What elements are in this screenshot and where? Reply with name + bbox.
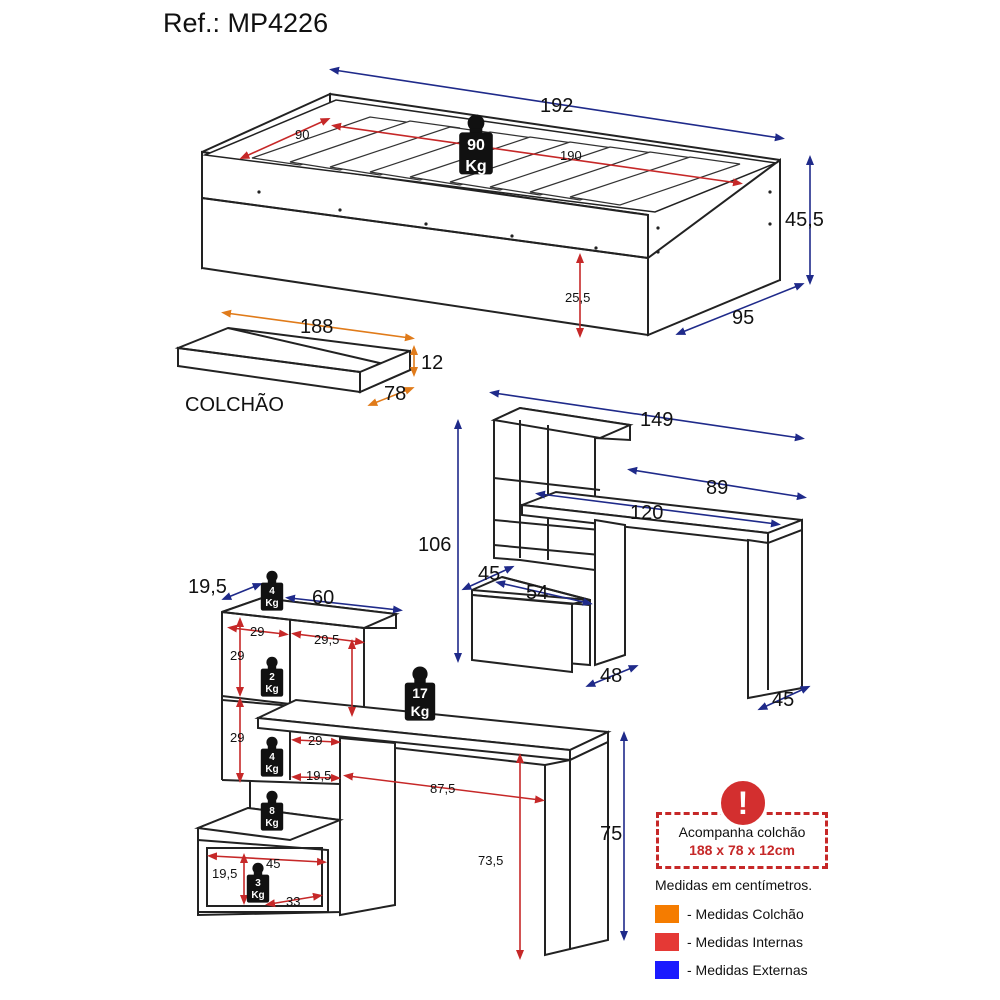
detail-desk-inner-width: 87,5 [430, 781, 455, 796]
legend-swatch [655, 961, 679, 979]
weight-icon: 17 Kg [404, 666, 436, 721]
weight-icon: 3 Kg [246, 862, 270, 903]
mattress-length: 188 [300, 316, 333, 338]
legend-item-external: - Medidas Externas [655, 956, 808, 984]
weight-icon: 8 Kg [260, 790, 284, 831]
weight-icon: 4 Kg [260, 570, 284, 611]
shelf-base-weight-value: 8 [269, 806, 275, 817]
alert-icon: ! [718, 778, 768, 828]
notice-line-2: 188 x 78 x 12cm [689, 842, 795, 858]
desk-drawer-width: 54 [526, 582, 548, 604]
detail-niche-h2: 29 [230, 730, 244, 745]
detail-shelf-depth: 19,5 [188, 576, 227, 598]
mattress-drawing [174, 326, 414, 394]
bed-weight-unit: Kg [465, 158, 486, 175]
legend-item-mattress: - Medidas Colchão [655, 900, 808, 928]
shelf-low-weight-unit: Kg [265, 764, 278, 775]
detail-drawer-inner-d: 19,5 [212, 866, 237, 881]
desk-weight-unit: Kg [411, 703, 430, 719]
desk-inner-width: 120 [630, 502, 663, 524]
mattress-caption: COLCHÃO [185, 394, 284, 416]
shelf-low-weight-value: 4 [269, 752, 275, 763]
drawer-weight-value: 3 [255, 878, 261, 889]
shelf-top-weight-value: 4 [269, 586, 275, 597]
detail-drawer-inner-w: 45 [266, 856, 280, 871]
shelf-top-weight-unit: Kg [265, 598, 278, 609]
detail-niche-d3: 19,5 [306, 768, 331, 783]
legend-label: - Medidas Externas [687, 962, 808, 978]
bed-floor-gap: 25,5 [565, 290, 590, 305]
desk-height-external: 106 [418, 534, 451, 556]
desk-drawing [471, 406, 803, 700]
units-note: Medidas em centímetros. [655, 877, 813, 893]
desk-width-external: 149 [640, 409, 673, 431]
notice-line-1: Acompanha colchão [678, 824, 806, 840]
desk-base-depth: 48 [600, 665, 622, 687]
weight-icon: 90 Kg [459, 114, 493, 175]
legend-swatch [655, 905, 679, 923]
desk-weight-value: 17 [412, 685, 428, 701]
legend-label: - Medidas Internas [687, 934, 803, 950]
shelf-mid-weight-unit: Kg [265, 684, 278, 695]
bed-drawing [201, 92, 781, 337]
legend-swatch [655, 933, 679, 951]
legend-item-internal: - Medidas Internas [655, 928, 808, 956]
reference-title: Ref.: MP4226 [163, 8, 329, 38]
detail-niche-w3: 29 [308, 733, 322, 748]
bed-depth-external: 95 [732, 307, 754, 329]
shelf-base-weight-unit: Kg [265, 818, 278, 829]
weight-icon: 2 Kg [260, 656, 284, 697]
mattress-depth: 78 [384, 383, 406, 405]
legend-label: - Medidas Colchão [687, 906, 804, 922]
detail-niche-w1: 29 [250, 624, 264, 639]
detail-drawer-inner-h: 33 [286, 894, 300, 909]
mattress-height: 12 [421, 352, 443, 374]
detail-niche-h1: 29 [230, 648, 244, 663]
shelf-mid-weight-value: 2 [269, 672, 275, 683]
detail-desk-leg-height: 73,5 [478, 853, 503, 868]
drawer-weight-unit: Kg [251, 890, 264, 901]
bed-length-internal: 190 [560, 148, 582, 163]
desk-side-depth: 45 [772, 689, 794, 711]
detail-desk-height: 75 [600, 823, 622, 845]
bed-height-external: 45,5 [785, 209, 824, 231]
detail-niche-w2: 29,5 [314, 632, 339, 647]
desk-top-width: 89 [706, 477, 728, 499]
bed-weight-value: 90 [467, 137, 485, 154]
desk-unit-depth: 45 [478, 563, 500, 585]
bed-width-internal: 90 [295, 127, 309, 142]
bed-length-external: 192 [540, 95, 573, 117]
legend: - Medidas Colchão - Medidas Internas - M… [655, 900, 808, 984]
weight-icon: 4 Kg [260, 736, 284, 777]
detail-unit-width: 60 [312, 587, 334, 609]
